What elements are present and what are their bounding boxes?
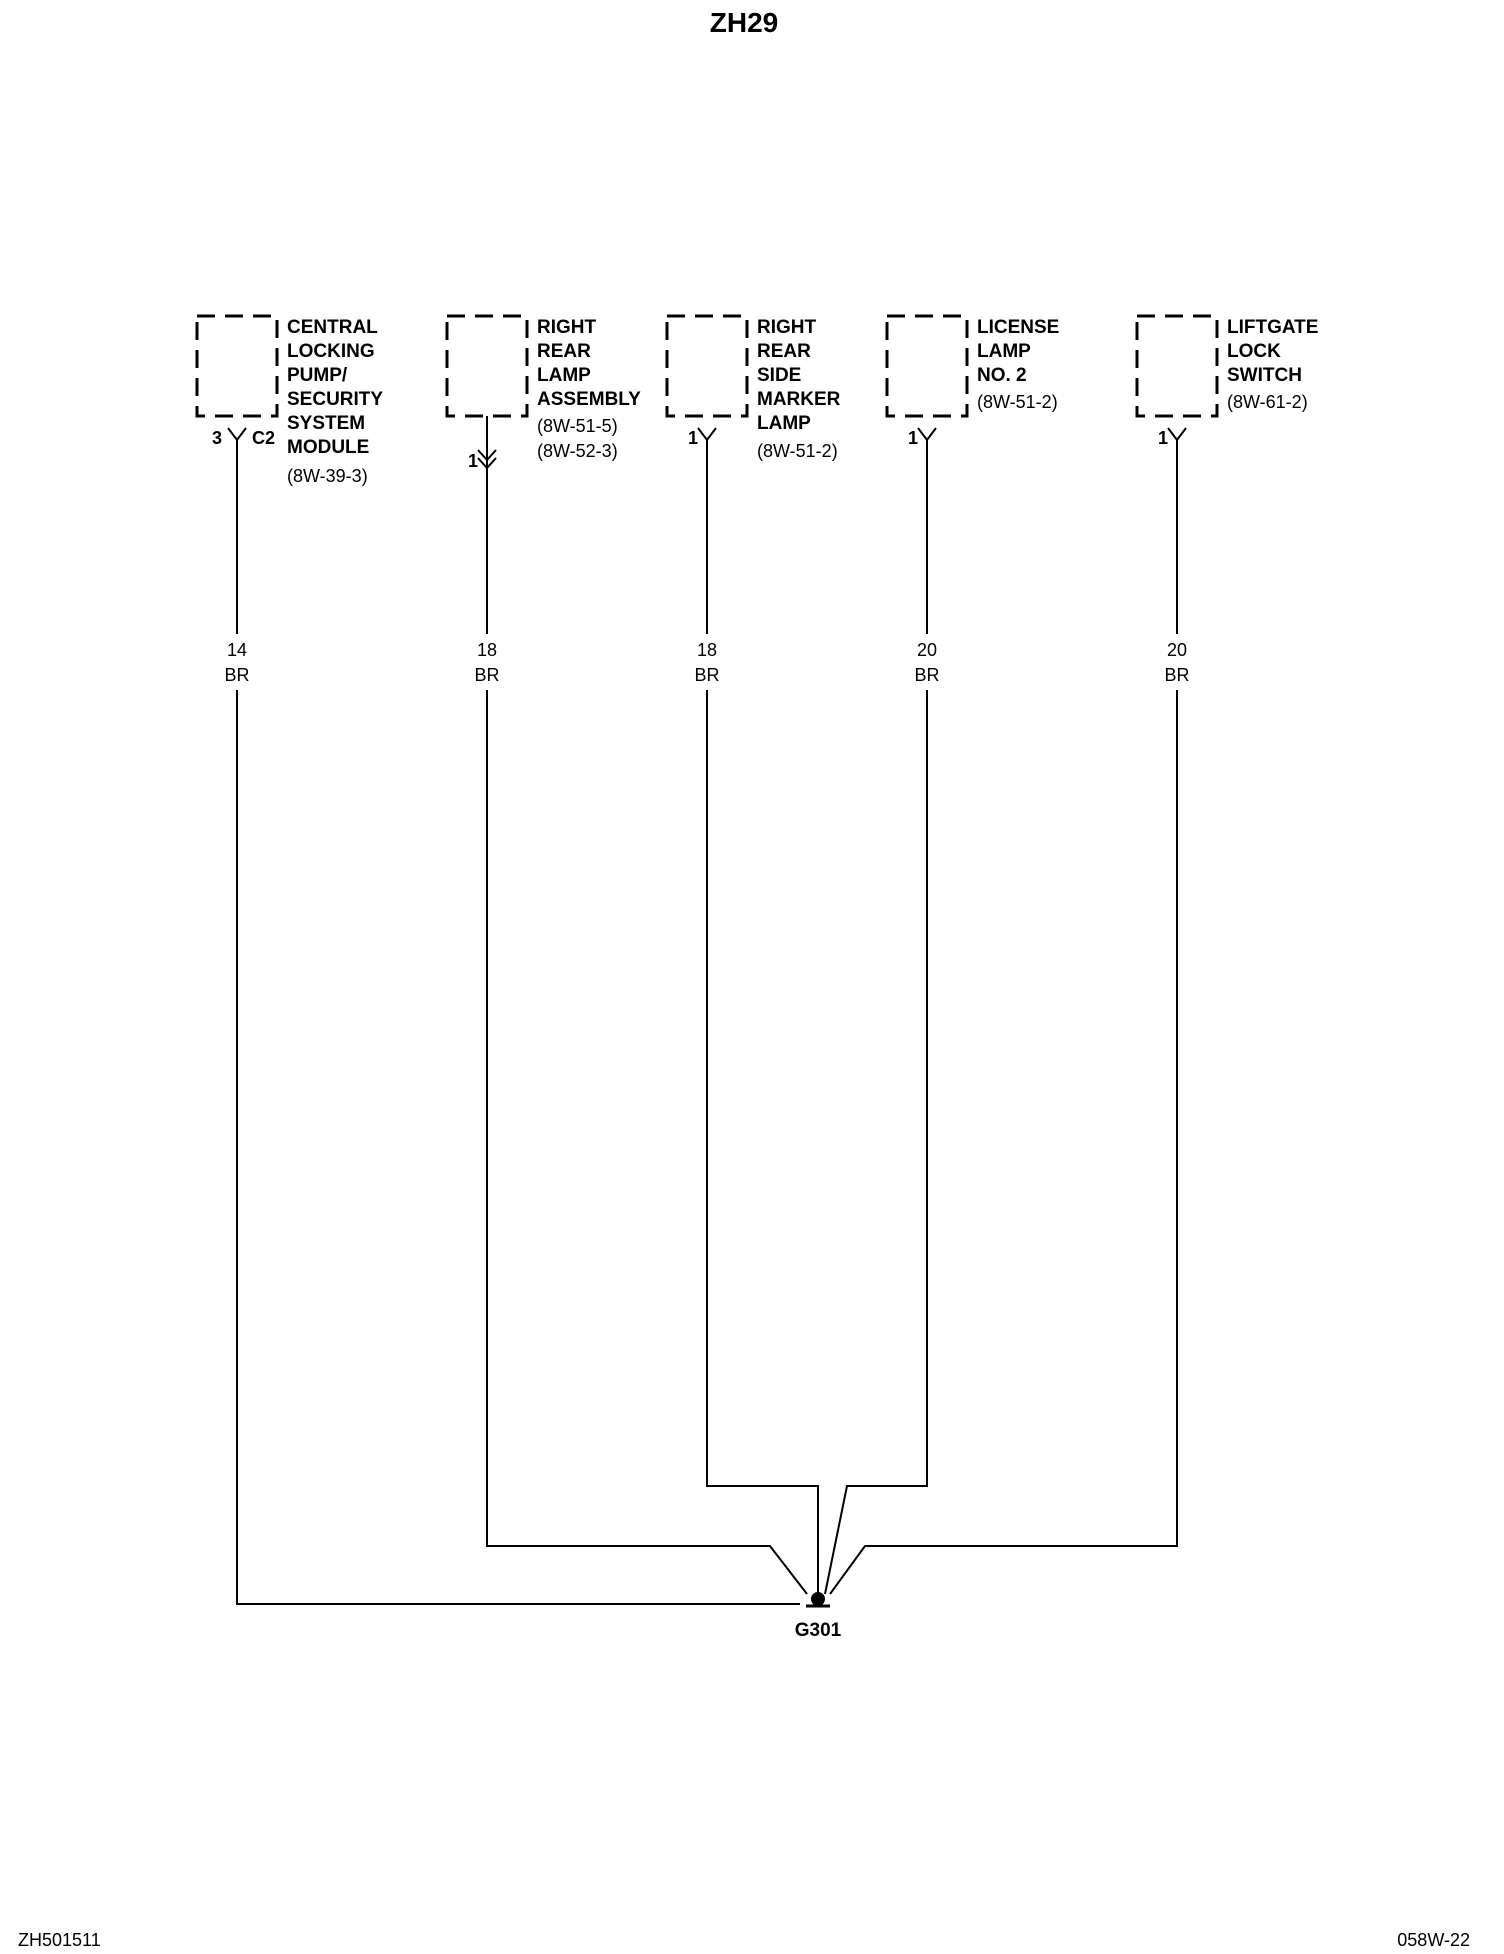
component-box-central-locking [195,314,279,418]
component-box-liftgate-lock-switch [1135,314,1219,418]
page-title: ZH29 [710,7,778,38]
component-ref: (8W-52-3) [537,441,618,461]
wire-gauge: 20 [1167,640,1187,660]
component-label: LICENSE [977,317,1059,338]
component-label: LOCKING [287,341,375,362]
component-ref: (8W-51-2) [977,392,1058,412]
component-ref: (8W-39-3) [287,466,368,486]
pin-number: 1 [688,428,698,448]
component-label: LIFTGATE [1227,317,1318,338]
connector-double-pin-icon [477,416,497,470]
component-label: NO. 2 [977,365,1027,386]
component-label: LAMP [977,341,1031,362]
component-label: LAMP [757,413,811,434]
component-ref: (8W-61-2) [1227,392,1308,412]
wire-gauge: 18 [477,640,497,660]
wire-color: BR [1164,665,1189,685]
component-label: REAR [537,341,591,362]
wire-gauge: 18 [697,640,717,660]
component-ref: (8W-51-5) [537,416,618,436]
component-label: MARKER [757,389,841,410]
wire-gauge: 20 [917,640,937,660]
wire-central-to-ground [236,690,800,1605]
component-label: SYSTEM [287,413,365,434]
footer-right-code: 058W-22 [1397,1930,1470,1950]
wire-color: BR [914,665,939,685]
component-label: PUMP/ [287,365,348,386]
component-label: SECURITY [287,389,383,410]
component-label: LOCK [1227,341,1281,362]
component-label: RIGHT [537,317,597,338]
component-label: MODULE [287,437,369,458]
component-label: RIGHT [757,317,817,338]
component-label: REAR [757,341,811,362]
component-box-right-rear-side-marker [665,314,749,418]
ground-splice-icon [811,1592,825,1606]
component-ref: (8W-51-2) [757,441,838,461]
connector-id: C2 [252,428,275,448]
wire-right-rear-side-to-ground [706,690,819,1594]
pin-number: 1 [1158,428,1168,448]
component-box-license-lamp [885,314,969,418]
wire-color: BR [694,665,719,685]
wire-liftgate-to-ground [829,690,1178,1595]
component-label: SWITCH [1227,365,1302,386]
pin-number: 3 [212,428,222,448]
ground-label: G301 [795,1620,842,1641]
pin-number: 1 [468,451,478,471]
component-label: CENTRAL [287,317,378,338]
wire-color: BR [474,665,499,685]
wire-color: BR [224,665,249,685]
component-label: LAMP [537,365,591,386]
wire-gauge: 14 [227,640,247,660]
component-label: SIDE [757,365,801,386]
component-label: ASSEMBLY [537,389,641,410]
wire-right-rear-lamp-to-ground [486,690,808,1595]
wire-license-to-ground [824,690,928,1595]
component-box-right-rear-lamp [445,314,529,418]
pin-number: 1 [908,428,918,448]
footer-left-code: ZH501511 [18,1930,101,1950]
